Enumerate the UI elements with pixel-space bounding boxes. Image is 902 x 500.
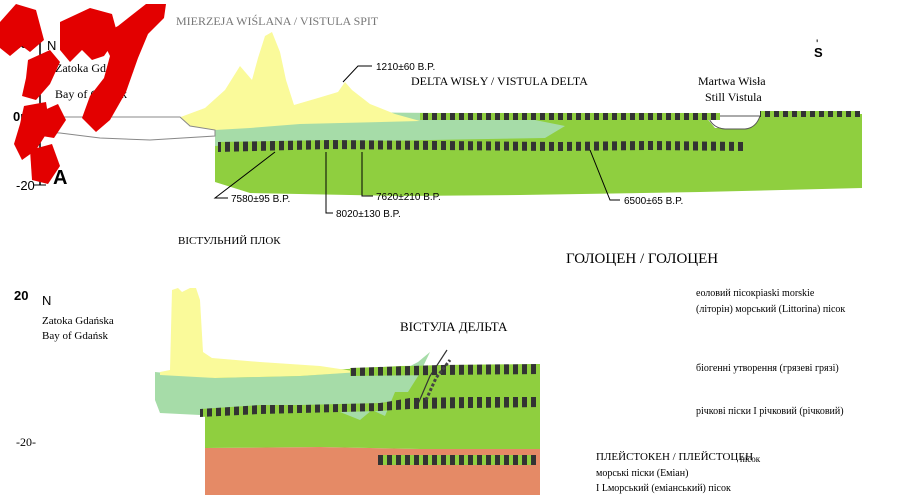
top-peat-band-right (760, 111, 860, 117)
date-7620: 7620±210 B.P. (376, 192, 441, 203)
legend-item-biogenic: біогенні утворення (грязеві грязі) (696, 363, 839, 374)
legend-item-fluvial: річкові піски І річковий (річковий) (696, 406, 844, 417)
bottom-cross-section: 20 N Zatoka Gdańska Bay of Gdańsk -20- В… (14, 288, 540, 495)
bottom-dune-sand-layer (160, 288, 360, 378)
date-7580: 7580±95 B.P. (231, 194, 290, 205)
top-delta-label: DELTA WISŁY / VISTULA DELTA (411, 74, 588, 88)
top-south-label: S (814, 45, 823, 60)
legend: еоловий пісокpiaski morskie (літорін) мо… (596, 288, 845, 494)
legend-item-aeolian-line2: (літорін) морський (Littorina) пісок (696, 304, 845, 315)
bottom-delta-label: ВІСТУЛА ДЕЛЬТА (400, 319, 508, 334)
bottom-pleistocene-layer (205, 447, 540, 495)
bottom-gulf-pl: Zatoka Gdańska (42, 315, 114, 327)
martwa-wisla-en: Still Vistula (705, 90, 762, 104)
legend-item-eemian-2: І Lморський (еміанський) пісок (596, 483, 731, 494)
pleistocene-overlap-text: пісок (740, 454, 761, 464)
top-header: MIERZEJA WIŚLANA / VISTULA SPIT (176, 14, 379, 28)
top-dune-sand-layer (178, 32, 420, 130)
bottom-peat-band-upper (350, 364, 540, 376)
leader-1210 (343, 66, 372, 82)
top-axis-minus20: -20 (16, 178, 35, 193)
holocene-title: ГОЛОЦЕН / ГОЛОЦЕН (566, 251, 718, 267)
date-8020: 8020±130 B.P. (336, 209, 401, 220)
left-section-title: ВІСТУЛЬНИЙ ПЛОК (178, 235, 281, 247)
legend-item-aeolian-line1: еоловий пісокpiaski morskie (696, 288, 815, 299)
bottom-gulf-en: Bay of Gdańsk (42, 330, 108, 342)
bottom-axis-20: 20 (14, 288, 28, 303)
pleistocene-title: ПЛЕЙСТОКЕН / ПЛЕЙСТОЦЕН (596, 451, 753, 463)
martwa-wisla-pl: Martwa Wisła (698, 74, 766, 88)
legend-item-eemian-1: морські піски (Еміан) (596, 468, 688, 479)
bottom-north-label: N (42, 293, 51, 308)
top-peat-band-upper (420, 113, 720, 120)
bottom-axis-minus20: -20- (16, 435, 36, 449)
date-6500: 6500±65 B.P. (624, 196, 683, 207)
bottom-peat-band-lower (378, 455, 536, 465)
date-1210: 1210±60 B.P. (376, 62, 435, 73)
